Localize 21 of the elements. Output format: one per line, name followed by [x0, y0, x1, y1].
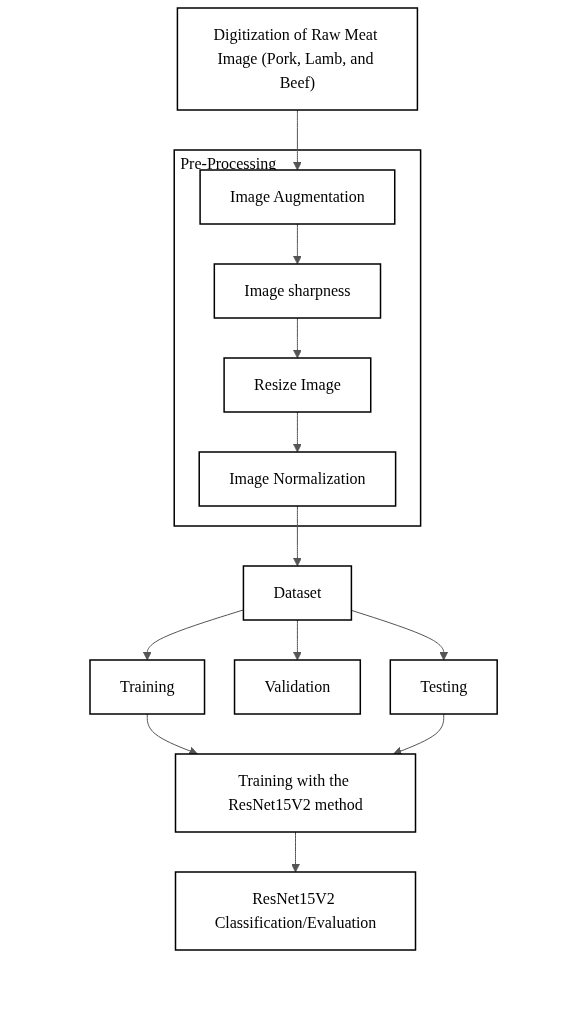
- arrow: [291, 831, 300, 873]
- arrow: [292, 505, 302, 567]
- arrow: [292, 223, 302, 265]
- node-box: Training with the ResNet15V2 method: [174, 753, 417, 833]
- arrow: [142, 609, 244, 661]
- node-box: Dataset: [242, 565, 353, 621]
- arrow: [146, 713, 198, 756]
- node-box: ResNet15V2 Classification/Evaluation: [174, 871, 417, 951]
- arrow: [393, 713, 445, 756]
- node-box: Validation: [233, 659, 361, 715]
- node-box: Resize Image: [223, 357, 372, 413]
- node-box: Image Augmentation: [199, 169, 396, 225]
- node-box: Testing: [389, 659, 498, 715]
- node-box: Image sharpness: [213, 263, 382, 319]
- arrow: [292, 317, 302, 359]
- node-box: Digitization of Raw Meat Image (Pork, Lamb, and Beef): [176, 7, 419, 111]
- arrow: [292, 411, 302, 453]
- arrow: [292, 619, 302, 661]
- arrow: [292, 109, 302, 171]
- node-box: Image Normalization: [198, 451, 397, 507]
- node-box: Training: [89, 659, 206, 715]
